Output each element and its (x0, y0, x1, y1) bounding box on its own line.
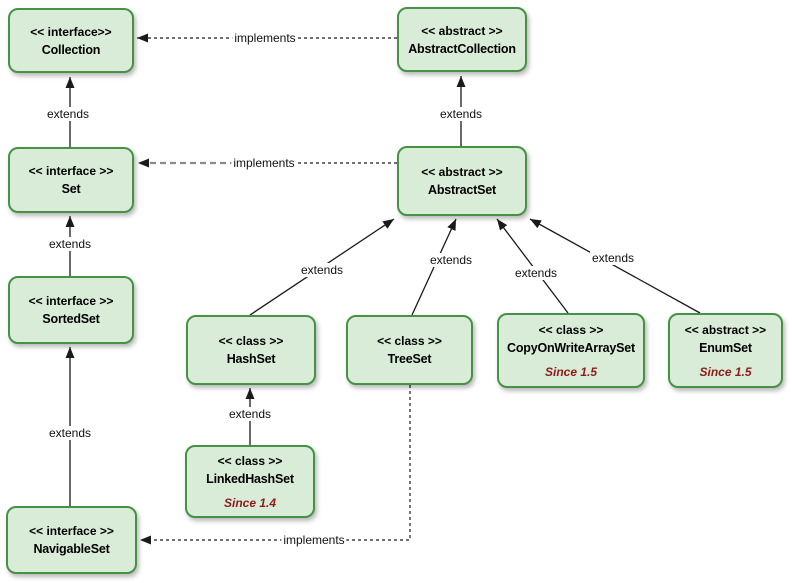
class-name: NavigableSet (33, 542, 110, 556)
stereotype-label: << class >> (538, 323, 604, 337)
edge-enumset-extends-abstractset (529, 218, 701, 314)
class-box-sorted-set: << interface >> SortedSet (8, 276, 134, 344)
edge-label-extends: extends (46, 426, 94, 440)
class-box-tree-set: << class >> TreeSet (346, 315, 473, 385)
edge-label-extends: extends (46, 237, 94, 251)
class-box-collection: << interface>> Collection (8, 8, 134, 73)
class-name: EnumSet (699, 341, 752, 355)
edge-label-extends: extends (44, 107, 92, 121)
since-version-label: Since 1.5 (544, 365, 598, 379)
stereotype-label: << interface>> (30, 24, 112, 39)
class-box-enum-set: << abstract >> EnumSet Since 1.5 (668, 313, 783, 388)
class-box-set: << interface >> Set (8, 147, 134, 213)
stereotype-label: << abstract >> (421, 165, 503, 179)
stereotype-label: << class >> (377, 334, 442, 348)
since-version-label: Since 1.4 (223, 496, 277, 510)
stereotype-label: << abstract >> (421, 23, 503, 38)
class-name: SortedSet (42, 312, 100, 326)
edge-label-implements: implements (281, 533, 347, 547)
stereotype-label: << interface >> (28, 164, 114, 178)
class-name: Collection (41, 42, 101, 57)
edge-treeset-extends-abstractset (411, 218, 457, 316)
edge-label-extends: extends (589, 251, 637, 265)
class-name: CopyOnWriteArraySet (507, 341, 635, 355)
class-name: HashSet (226, 352, 276, 366)
since-version-label: Since 1.5 (699, 365, 752, 379)
edge-label-extends: extends (298, 263, 346, 277)
class-box-abstract-set: << abstract >> AbstractSet (397, 146, 527, 216)
class-name: Set (61, 182, 81, 196)
class-name: TreeSet (387, 352, 432, 366)
stereotype-label: << interface >> (29, 524, 114, 538)
class-box-linked-hash-set: << class >> LinkedHashSet Since 1.4 (185, 445, 315, 518)
edge-label-implements: implements (231, 156, 297, 170)
class-box-copy-on-write-array-set: << class >> CopyOnWriteArraySet Since 1.… (497, 313, 645, 388)
edge-label-implements: implements (232, 31, 298, 45)
class-box-hash-set: << class >> HashSet (186, 315, 316, 385)
edge-label-extends: extends (427, 253, 475, 267)
class-name: LinkedHashSet (206, 472, 294, 486)
edge-label-extends: extends (226, 407, 274, 421)
class-name: AbstractSet (428, 183, 496, 197)
stereotype-label: << class >> (217, 454, 283, 468)
stereotype-label: << interface >> (28, 294, 114, 308)
class-box-abstract-collection: << abstract >> AbstractCollection (397, 7, 527, 72)
stereotype-label: << abstract >> (684, 323, 767, 337)
class-box-navigable-set: << interface >> NavigableSet (6, 506, 137, 574)
edge-label-extends: extends (437, 107, 485, 121)
stereotype-label: << class >> (218, 334, 284, 348)
class-name: AbstractCollection (408, 41, 516, 56)
edge-label-extends: extends (512, 266, 560, 280)
